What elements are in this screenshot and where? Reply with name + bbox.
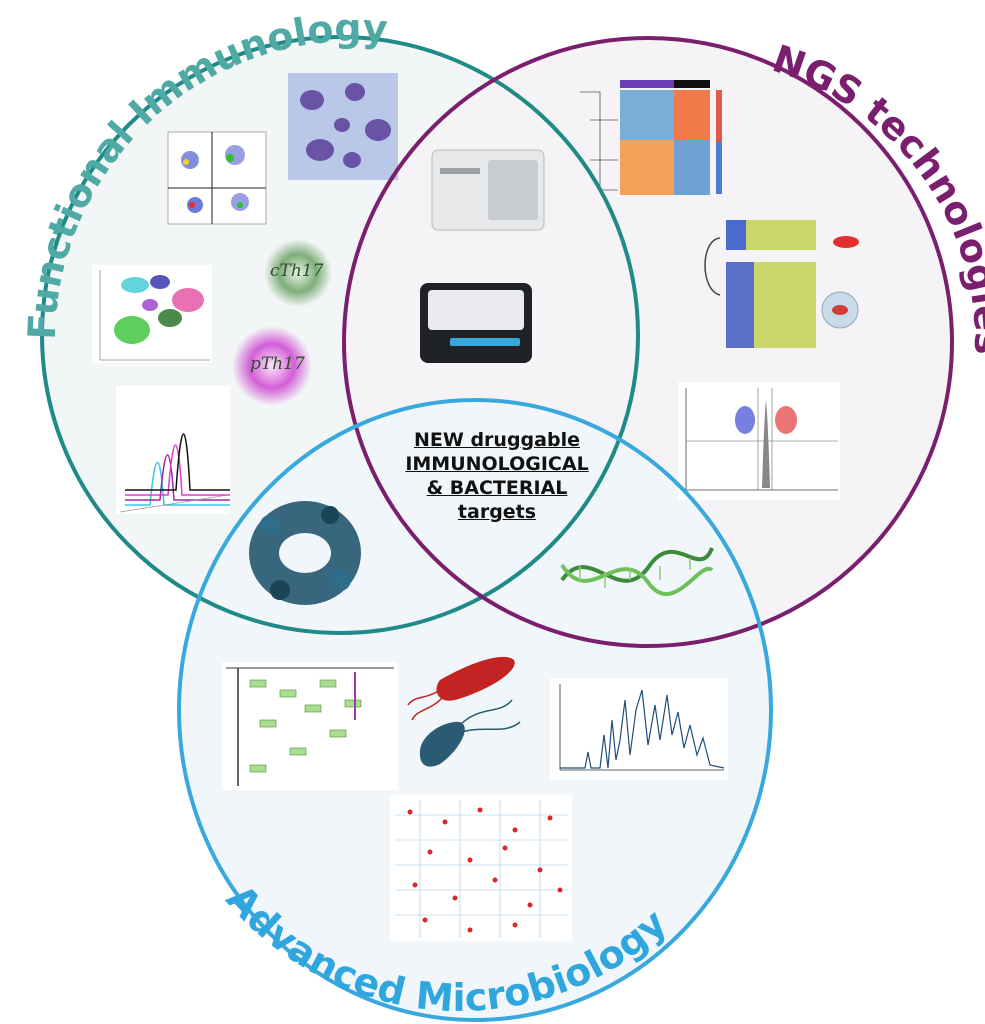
- ngs-circle: [342, 36, 954, 648]
- bacteria-icon: [407, 656, 521, 767]
- microbiology-circle: [177, 398, 773, 1022]
- metabolic-network-map-icon: [390, 795, 572, 941]
- center-target-label: NEW druggable IMMUNOLOGICAL & BACTERIAL …: [392, 428, 602, 524]
- sequencer-instrument-icon: [431, 149, 545, 231]
- flow-cytometry-plot-icon: [167, 131, 267, 225]
- functional-immunology-circle: [40, 35, 640, 635]
- protein-structure-icon: [249, 501, 361, 605]
- pth17-label: pTh17: [250, 354, 305, 374]
- cth17-cell-icon: [264, 239, 332, 307]
- histogram-overlay-icon: [116, 386, 230, 514]
- cell-micrograph-icon: [288, 73, 398, 180]
- bacteria-host-diagram-icon: [704, 220, 859, 348]
- benchtop-sequencer-icon: [420, 283, 532, 363]
- center-line-2: IMMUNOLOGICAL: [405, 453, 589, 475]
- umap-cluster-plot-icon: [92, 265, 212, 363]
- mass-spectrum-icon: [550, 678, 728, 780]
- volcano-plot-icon: [678, 382, 840, 500]
- heatmap-icon: [580, 80, 722, 195]
- cth17-label: cTh17: [270, 261, 324, 281]
- center-line-1: NEW druggable: [414, 429, 580, 451]
- center-line-3: & BACTERIAL: [426, 477, 568, 499]
- center-line-4: targets: [457, 501, 537, 523]
- pth17-cell-icon: [232, 326, 312, 406]
- metabolic-pathway-icon: [222, 662, 398, 790]
- dna-helix-icon: [560, 547, 714, 596]
